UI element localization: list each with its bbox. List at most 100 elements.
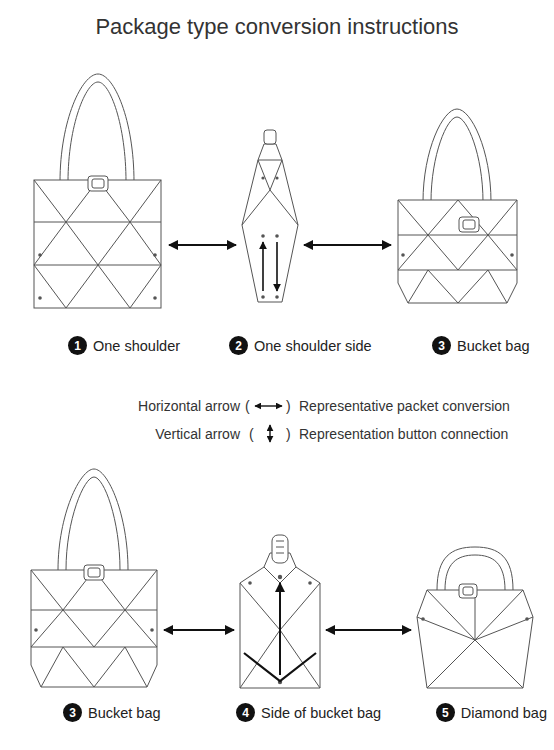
conversion-arrow <box>304 244 391 246</box>
one-shoulder-side-bag-part <box>264 130 276 144</box>
one-shoulder-bag-part <box>88 176 108 191</box>
side-of-bucket-bag-part-part <box>248 581 252 585</box>
bucket-bag-part <box>398 235 517 270</box>
bucket-bag-part <box>41 647 147 687</box>
side-of-bucket-bag-part <box>276 541 284 553</box>
conversion-arrow <box>164 629 234 631</box>
bag-caption: 4 Side of bucket bag <box>236 703 381 722</box>
legend-bracket: ( <box>249 425 254 443</box>
one-shoulder-bag-part <box>34 222 161 265</box>
drawing-part <box>31 74 533 688</box>
side-of-bucket-bag <box>240 535 320 688</box>
one-shoulder-bag-part <box>38 253 157 300</box>
side-of-bucket-bag-part <box>240 553 320 688</box>
conversion-arrow <box>169 244 236 246</box>
bag-caption: 2 One shoulder side <box>229 336 372 355</box>
one-shoulder-side-bag-part <box>263 242 277 291</box>
title: Package type conversion instructions <box>0 14 554 40</box>
one-shoulder-side-bag-part-part <box>261 176 264 179</box>
bucket-bag-part-part <box>510 253 514 257</box>
bag-caption: 3 Bucket bag <box>432 336 530 355</box>
one-shoulder-bag-part <box>60 74 134 182</box>
legend-bracket: ) <box>286 397 291 415</box>
diamond-bag-part <box>459 584 477 598</box>
legend-entry: Vertical arrow <box>155 425 240 443</box>
bucket-bag-part <box>398 200 517 303</box>
one-shoulder-side-bag-part-part <box>261 295 265 299</box>
bucket-bag-part <box>398 235 517 270</box>
bag-figure: 5Diamond bag <box>415 545 535 690</box>
diamond-bag-part <box>463 587 473 595</box>
bag-name: Bucket bag <box>88 705 161 721</box>
legend-horizontal-arrow-part <box>255 405 282 406</box>
one-shoulder-bag <box>34 74 161 308</box>
side-of-bucket-bag-part <box>240 567 320 688</box>
bag-figure: 3Bucket bag <box>28 465 160 690</box>
bucket-bag-part <box>31 610 157 647</box>
legend-horizontal-arrow <box>255 406 282 407</box>
side-of-bucket-bag-part <box>279 583 281 675</box>
bucket-bag-part <box>31 570 157 687</box>
one-shoulder-bag-part-part <box>153 253 157 257</box>
one-shoulder-bag-part <box>34 265 161 308</box>
bucket-bag-part-part <box>150 628 154 632</box>
one-shoulder-side-bag-part-part <box>275 176 278 179</box>
callout-number: 4 <box>236 703 255 722</box>
legend-vertical-arrow <box>270 425 271 442</box>
bucket-bag-part-part <box>34 628 38 632</box>
bag-figure: 4Side of bucket bag <box>238 535 322 690</box>
side-of-bucket-bag-part-part <box>278 575 282 579</box>
bucket-bag <box>398 109 517 303</box>
diamond-bag-part <box>437 547 513 590</box>
one-shoulder-side-bag-part-part <box>261 234 265 238</box>
bucket-bag-part <box>31 610 157 647</box>
legend-description: Representation button connection <box>299 425 508 443</box>
bucket-bag-part <box>58 469 128 570</box>
bag-name: Side of bucket bag <box>261 705 381 721</box>
callout-number: 3 <box>432 336 451 355</box>
bucket-bag-part <box>459 217 479 232</box>
bucket-bag-part <box>66 477 120 570</box>
diamond-bag <box>417 547 533 688</box>
bucket-bag-part <box>431 117 483 202</box>
callout-number: 2 <box>229 336 248 355</box>
one-shoulder-side-bag-part-part <box>275 234 279 238</box>
diamond-bag-part-part <box>421 617 425 621</box>
legend-bracket: ( <box>245 397 250 415</box>
bucket-bag-part <box>34 628 154 632</box>
one-shoulder-side-bag-part <box>242 160 298 225</box>
bucket-bag-part <box>84 565 104 580</box>
conversion-arrow <box>326 629 411 631</box>
bucket-bag-part <box>401 253 514 257</box>
one-shoulder-bag-part-part <box>38 253 42 257</box>
diamond-bag-part-part <box>525 617 529 621</box>
side-of-bucket-bag-part <box>248 575 312 684</box>
bag-name: Diamond bag <box>461 705 547 721</box>
one-shoulder-bag-part <box>34 180 161 308</box>
side-of-bucket-bag-part <box>272 535 288 563</box>
bag-figure: 3Bucket bag <box>395 105 520 305</box>
bag-name: One shoulder side <box>254 338 372 354</box>
bucket-bag-part <box>423 109 491 202</box>
one-shoulder-bag-part <box>92 179 104 188</box>
bag-caption: 1One shoulder <box>68 336 180 355</box>
bag-figure: 1One shoulder <box>30 70 165 312</box>
bag-caption: 3Bucket bag <box>63 703 161 722</box>
bag-name: Bucket bag <box>457 338 530 354</box>
bag-caption: 5Diamond bag <box>436 703 547 722</box>
diamond-bag-part <box>417 590 533 688</box>
bucket-bag <box>31 469 157 687</box>
legend-description: Representative packet conversion <box>299 397 510 415</box>
bag-name: One shoulder <box>93 338 180 354</box>
diamond-bag-part <box>421 617 529 621</box>
bucket-bag-part-part <box>401 253 405 257</box>
side-of-bucket-bag-part-part <box>308 581 312 585</box>
legend-vertical-arrow-part <box>269 425 270 442</box>
one-shoulder-side-bag-part-part <box>275 295 279 299</box>
bag-figure: 2One shoulder side <box>240 130 300 305</box>
legend-entry: Horizontal arrow <box>138 397 240 415</box>
bucket-bag-part <box>408 270 507 303</box>
bucket-bag-part <box>463 220 475 229</box>
